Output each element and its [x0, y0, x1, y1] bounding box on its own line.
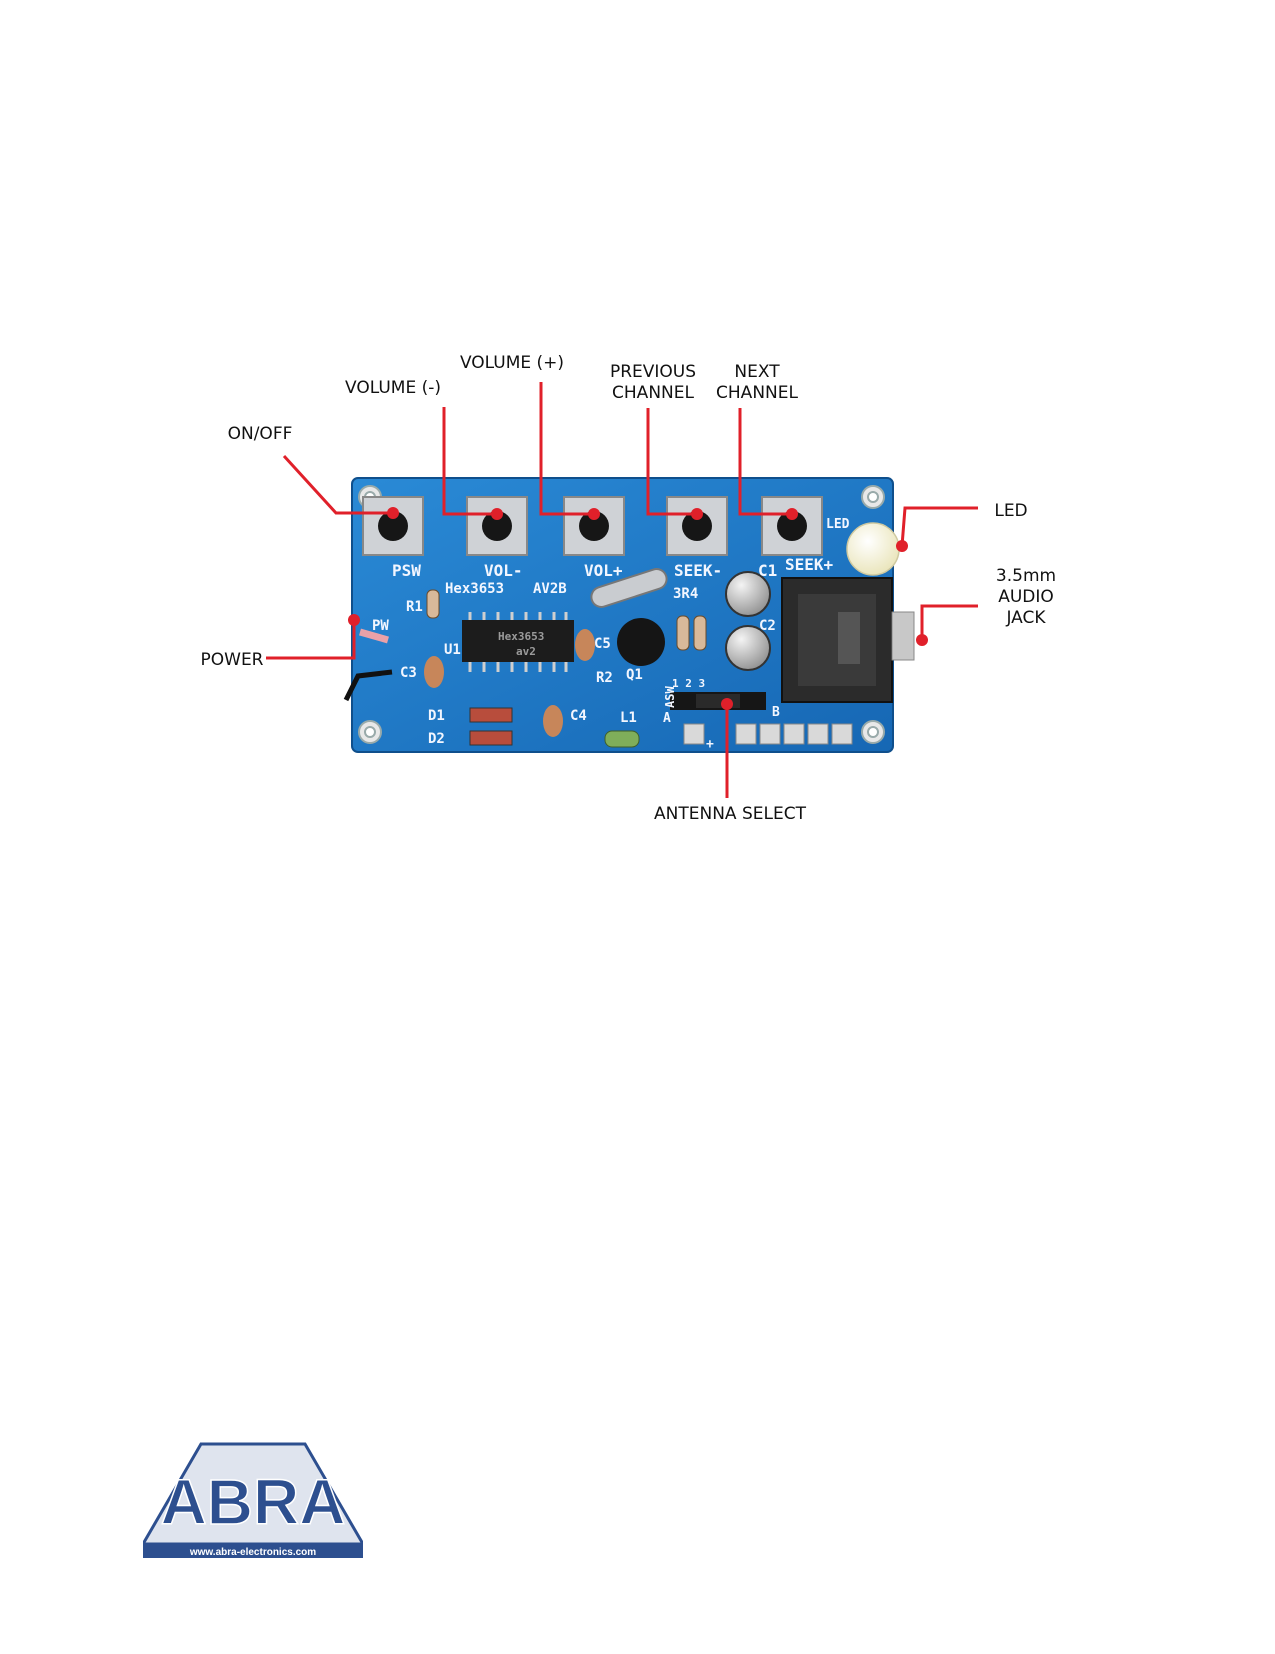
callout-dots — [348, 507, 928, 710]
capacitor-c3 — [424, 656, 444, 688]
crystal — [590, 568, 668, 608]
power-wire-red — [359, 628, 389, 644]
previous-channel-label: PREVIOUS CHANNEL — [609, 362, 697, 403]
silk-chip: Hex3653 — [498, 630, 544, 643]
silk-c4: C4 — [570, 708, 587, 724]
callout-next — [738, 408, 792, 516]
pin-header — [683, 723, 853, 745]
diode-d1 — [469, 707, 513, 723]
callout-volume-minus — [442, 407, 497, 516]
button-vol-plus — [563, 496, 625, 556]
button-seek-minus — [666, 496, 728, 556]
callout-audio-jack — [920, 604, 978, 640]
volume-plus-label: VOLUME (+) — [459, 353, 565, 373]
volume-minus-label: VOLUME (-) — [345, 378, 441, 398]
silk-a: A — [663, 711, 671, 726]
silk-r1: R1 — [406, 599, 423, 615]
led-component — [846, 522, 900, 576]
button-seek-plus — [761, 496, 823, 556]
antenna-select-label: ANTENNA SELECT — [654, 804, 806, 824]
capacitor-c4 — [543, 705, 563, 737]
led-label: LED — [994, 501, 1028, 521]
silk-b: B — [772, 705, 780, 720]
silk-c1: C1 — [758, 561, 777, 580]
silk-c3: C3 — [400, 665, 417, 681]
diode-d2 — [469, 730, 513, 746]
silk-r2: R2 — [596, 670, 613, 686]
audio-jack-component — [781, 577, 915, 703]
silk-psw: PSW — [392, 561, 421, 580]
silk-seek-minus: SEEK- — [674, 561, 722, 580]
silk-r4: 3R4 — [673, 586, 698, 602]
tactile-buttons — [362, 496, 823, 556]
antenna-jumper — [670, 692, 766, 710]
ic-u1 — [462, 612, 574, 672]
resistor-r4 — [693, 615, 707, 651]
silk-q1: Q1 — [626, 667, 643, 683]
button-vol-minus — [466, 496, 528, 556]
silk-d1: D1 — [428, 708, 445, 724]
silk-vol-minus: VOL- — [484, 561, 523, 580]
power-label: POWER — [200, 650, 264, 670]
callout-previous — [646, 408, 697, 516]
silk-vol-plus: VOL+ — [584, 561, 623, 580]
abra-logo-svg: ABRA www.abra-electronics.com — [140, 1442, 366, 1558]
silk-av2b: AV2B — [533, 581, 567, 597]
on-off-label: ON/OFF — [227, 424, 293, 444]
silk-d2: D2 — [428, 731, 445, 747]
silk-pw: PW — [372, 618, 389, 634]
silk-chip2: av2 — [516, 645, 536, 658]
resistor-r3 — [676, 615, 690, 651]
callout-on-off — [282, 454, 393, 515]
silk-asw: ASW — [663, 686, 677, 708]
callout-power — [266, 620, 356, 660]
callout-lines — [266, 382, 978, 798]
silk-l1: L1 — [620, 710, 637, 726]
silk-seek-plus: SEEK+ — [785, 555, 834, 574]
silk-led: LED — [826, 517, 850, 532]
transistor-q1 — [617, 618, 665, 666]
next-channel-label: NEXT CHANNEL — [716, 362, 798, 403]
capacitor-c5 — [575, 629, 595, 661]
silk-hex: Hex3653 — [445, 581, 504, 597]
capacitor-c1 — [725, 571, 771, 617]
silk-pins: 1 2 3 — [672, 677, 705, 690]
button-psw — [362, 496, 424, 556]
callout-volume-plus — [539, 382, 594, 516]
callout-led — [900, 506, 978, 547]
logo-url: www.abra-electronics.com — [189, 1547, 316, 1558]
capacitor-c2 — [725, 625, 771, 671]
resistor-r1 — [426, 589, 440, 619]
abra-logo: ABRA www.abra-electronics.com — [140, 1440, 366, 1560]
logo-text: ABRA — [161, 1466, 346, 1538]
mounting-holes — [358, 485, 885, 744]
inductor-l1 — [604, 730, 640, 748]
silk-u1: U1 — [444, 642, 461, 658]
silk-plus: + — [706, 737, 714, 752]
silk-c5: C5 — [594, 636, 611, 652]
silk-c2: C2 — [759, 618, 776, 634]
audio-jack-label: 3.5mm AUDIO JACK — [995, 566, 1057, 628]
power-wire-black — [343, 669, 393, 702]
